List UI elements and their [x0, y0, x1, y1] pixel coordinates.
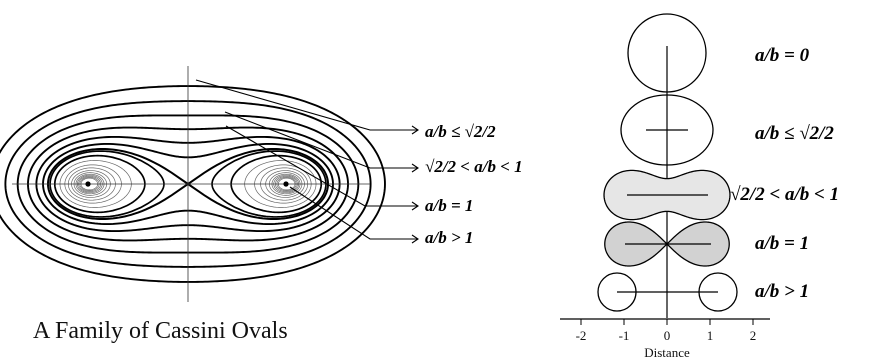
shape-lemniscate-ratio-eq-1 [604, 221, 730, 267]
leader-line [195, 79, 418, 131]
inner-loop [260, 167, 309, 201]
axis-tick-label: -1 [619, 328, 630, 343]
cross-section-diagram: -2 -1 0 1 2 Distance [560, 13, 770, 360]
cassini-family-diagram [0, 66, 419, 302]
inner-loop [265, 170, 305, 198]
shape-circle-ratio-0 [627, 13, 707, 93]
right-labels: a/b = 0 a/b ≤ √2/2 √2/2 < a/b < 1 a/b = … [730, 45, 839, 302]
label-ratio-eq-1-right: a/b = 1 [755, 233, 809, 254]
inner-loop [244, 160, 317, 208]
inner-loop [71, 170, 111, 198]
axis-tick-label: 2 [750, 328, 757, 343]
label-ratio-eq-1: a/b = 1 [425, 196, 473, 215]
leader-line [225, 125, 418, 207]
label-ratio-gt-1: a/b > 1 [425, 228, 473, 247]
axis-tick-label: 0 [664, 328, 671, 343]
outer-oval [0, 85, 386, 283]
inner-loop [75, 173, 105, 195]
label-ratio-between: √2/2 < a/b < 1 [425, 157, 523, 176]
label-ratio-between-right: √2/2 < a/b < 1 [730, 184, 839, 205]
arrowhead [411, 163, 419, 173]
axis-ticks: -2 -1 0 1 2 [576, 319, 757, 343]
inner-loop [277, 177, 296, 191]
inner-loop [59, 160, 132, 208]
inner-loop [49, 150, 165, 218]
distance-axis: -2 -1 0 1 2 Distance [560, 318, 770, 360]
inner-loop [53, 154, 146, 214]
arrowhead [411, 234, 419, 244]
shape-two-loops-ratio-gt-1 [597, 272, 738, 312]
inner-loop [230, 154, 323, 214]
label-ratio-gt-1-right: a/b > 1 [755, 281, 809, 302]
axis-tick-label: 1 [707, 328, 714, 343]
focus-point-left [85, 181, 91, 187]
leader-line [224, 111, 418, 169]
arrowhead [411, 201, 419, 211]
inner-loop [276, 176, 297, 192]
inner-loop [268, 172, 303, 196]
arrowhead [411, 125, 419, 135]
label-ratio-le-sqrt2-over-2: a/b ≤ √2/2 [425, 122, 496, 141]
inner-loop [76, 174, 103, 194]
inner-loop [273, 174, 300, 194]
focus-point-right [283, 181, 289, 187]
inner-loop [79, 176, 100, 192]
inner-loop [211, 150, 327, 218]
shape-peanut-ratio-between [603, 169, 731, 221]
leader-lines [195, 79, 419, 244]
inner-loop [254, 164, 312, 204]
inner-loop [80, 177, 99, 191]
inner-loop [78, 175, 101, 193]
inner-loop [64, 164, 122, 204]
figure-caption: A Family of Cassini Ovals [33, 318, 288, 344]
label-ratio-0: a/b = 0 [755, 45, 810, 66]
left-labels: a/b ≤ √2/2 √2/2 < a/b < 1 a/b = 1 a/b > … [425, 122, 523, 247]
inner-loop [73, 172, 108, 196]
axis-tick-label: -2 [576, 328, 587, 343]
label-ratio-le-sqrt2-over-2-right: a/b ≤ √2/2 [755, 123, 834, 144]
leader-line [289, 186, 418, 240]
outer-oval [4, 100, 372, 268]
inner-loop [271, 173, 301, 195]
axis-title: Distance [644, 345, 690, 360]
shape-oval-ratio-le-sqrt2 [620, 94, 714, 166]
inner-loop [275, 175, 298, 193]
inner-loop [67, 167, 116, 201]
